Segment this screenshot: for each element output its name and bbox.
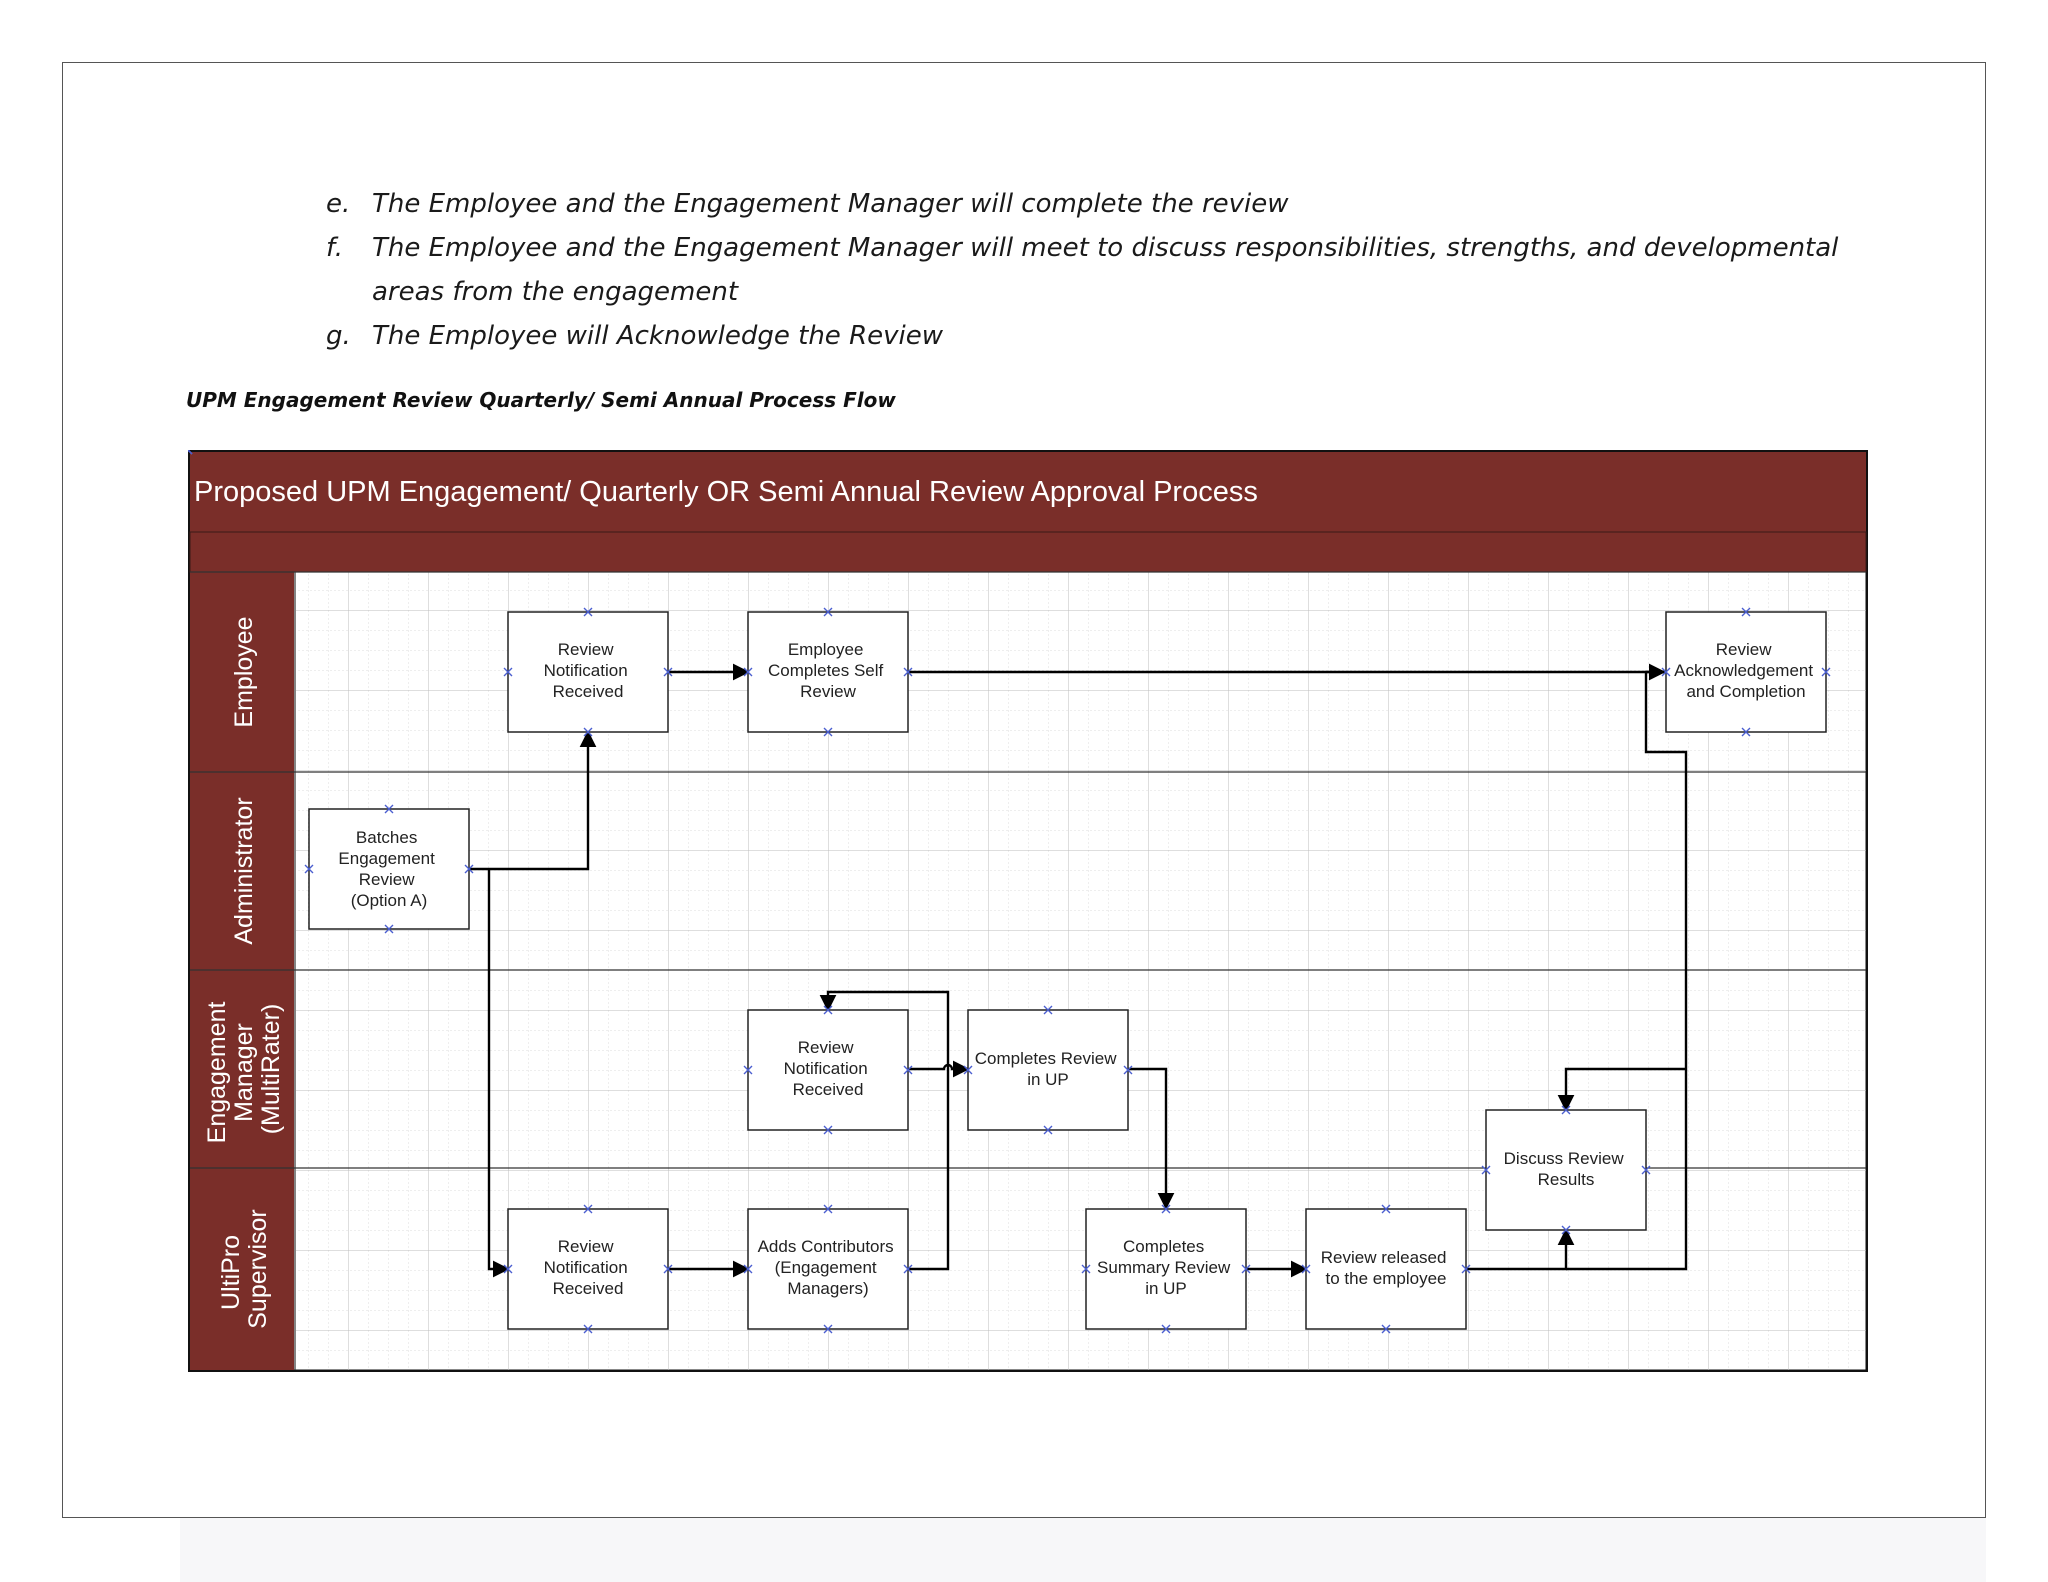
box-sup-review-notification: [507, 1208, 669, 1330]
connection-point-marker: [1661, 667, 1671, 677]
page-bottom-strip: [180, 1518, 1986, 1582]
connector-em-notification-to-completes-review: [908, 1060, 970, 1078]
list-item-text: The Employee and the Engagement Manager …: [372, 189, 1289, 219]
connection-point-marker: [583, 1324, 593, 1334]
label-admin-batches-review: Batches Engagement Review (Option A): [338, 828, 439, 910]
diagram-title: Proposed UPM Engagement/ Quarterly OR Se…: [194, 476, 1258, 508]
connection-point-marker: [743, 1264, 753, 1274]
list-item: g. The Employee will Acknowledge the Rev…: [320, 314, 1880, 358]
box-labels: Review Notification Received Employee Co…: [338, 640, 1818, 1298]
label-em-review-notification: Review Notification Received: [784, 1038, 873, 1099]
connection-point-marker: [663, 1264, 673, 1274]
lane-label-engagement-manager: Engagement Manager (MultiRater): [203, 995, 285, 1144]
connection-point-marker: [743, 667, 753, 677]
connection-point-marker: [823, 727, 833, 737]
section-caption: UPM Engagement Review Quarterly/ Semi An…: [186, 388, 896, 412]
connector-adds-contributors-to-em-notification: [819, 990, 950, 1271]
connector-batches-to-emp-notification: [469, 730, 597, 871]
connection-point-marker: [464, 864, 474, 874]
connection-point-marker: [823, 1324, 833, 1334]
connection-point-marker: [963, 1065, 973, 1075]
lane-header-column: [190, 572, 294, 1370]
connection-point-marker: [1381, 1324, 1391, 1334]
box-em-completes-review: [967, 1009, 1129, 1131]
connection-point-marker: [583, 1204, 593, 1214]
connection-point-marker: [1561, 1105, 1571, 1115]
connection-point-marker: [1741, 727, 1751, 737]
label-em-completes-review: Completes Review in UP: [975, 1049, 1121, 1089]
label-emp-review-notification: Review Notification Received: [544, 640, 633, 701]
connection-point-marker: [1043, 1005, 1053, 1015]
page-frame: [62, 62, 1986, 1518]
connector-batches-to-sup-notification: [487, 869, 510, 1278]
connection-point-markers: [188, 450, 1831, 1334]
connection-point-marker: [1301, 1264, 1311, 1274]
box-sup-completes-summary: [1085, 1208, 1247, 1330]
connection-point-marker: [1461, 1264, 1471, 1274]
box-sup-review-released: [1305, 1208, 1467, 1330]
lane-label-administrator: Administrator: [230, 797, 258, 944]
connection-point-marker: [1741, 607, 1751, 617]
connection-point-marker: [583, 607, 593, 617]
connection-point-marker: [503, 1264, 513, 1274]
connector-completes-review-to-summary: [1128, 1067, 1175, 1210]
list-marker: g.: [326, 321, 351, 351]
lane-label-ultipro-supervisor: UltiPro Supervisor: [217, 1209, 272, 1329]
connection-point-marker: [1043, 1125, 1053, 1135]
connection-point-marker: [503, 667, 513, 677]
box-discuss-review-results: [1485, 1109, 1647, 1231]
connection-point-marker: [583, 727, 593, 737]
label-emp-review-acknowledgement: Review Acknowledgement and Completion: [1674, 640, 1818, 701]
review-steps-list: e. The Employee and the Engagement Manag…: [320, 182, 1880, 358]
connectors: [469, 663, 1688, 1278]
process-flow-diagram: Proposed UPM Engagement/ Quarterly OR Se…: [188, 450, 1868, 1372]
box-sup-adds-contributors: [747, 1208, 909, 1330]
connection-point-marker: [903, 667, 913, 677]
label-sup-adds-contributors: Adds Contributors (Engagement Managers): [758, 1237, 899, 1298]
box-admin-batches-review: [308, 808, 470, 930]
diagram-subheader-bar: [189, 531, 1867, 573]
connection-point-marker: [384, 804, 394, 814]
list-marker: e.: [326, 189, 351, 219]
list-item-text: The Employee and the Engagement Manager …: [372, 233, 1839, 307]
connection-point-marker: [1123, 1065, 1133, 1075]
lane-separators: [190, 571, 1866, 1370]
process-boxes: [308, 611, 1827, 1330]
list-item-text: The Employee will Acknowledge the Review: [372, 321, 943, 351]
label-discuss-review-results: Discuss Review Results: [1504, 1149, 1629, 1189]
label-sup-review-released: Review released to the employee: [1321, 1248, 1451, 1288]
label-emp-completes-self-review: Employee Completes Self Review: [768, 640, 888, 701]
connection-point-marker: [188, 450, 193, 455]
connection-point-marker: [1241, 1264, 1251, 1274]
diagram-title-bar: [190, 452, 1866, 532]
connection-point-marker: [1481, 1165, 1491, 1175]
connection-point-marker: [903, 1264, 913, 1274]
box-emp-completes-self-review: [747, 611, 909, 733]
label-sup-completes-summary: Completes Summary Review in UP: [1097, 1237, 1235, 1298]
lane-label-employee: Employee: [230, 616, 258, 727]
connection-point-marker: [1161, 1324, 1171, 1334]
connection-point-marker: [823, 1005, 833, 1015]
connector-discuss-loop: [1557, 1067, 1686, 1112]
connection-point-marker: [304, 864, 314, 874]
connection-point-marker: [1561, 1225, 1571, 1235]
connector-released-to-acknowledgement: [1566, 670, 1688, 1271]
connection-point-marker: [743, 1065, 753, 1075]
connection-point-marker: [1381, 1204, 1391, 1214]
connection-point-marker: [384, 924, 394, 934]
connection-point-marker: [1641, 1165, 1651, 1175]
list-item: e. The Employee and the Engagement Manag…: [320, 182, 1880, 226]
list-item: f. The Employee and the Engagement Manag…: [320, 226, 1880, 314]
connection-point-marker: [663, 667, 673, 677]
connection-point-marker: [1821, 667, 1831, 677]
connection-point-marker: [823, 607, 833, 617]
connection-point-marker: [823, 1204, 833, 1214]
connection-point-marker: [903, 1065, 913, 1075]
box-em-review-notification: [747, 1009, 909, 1131]
list-marker: f.: [326, 233, 343, 263]
connection-point-marker: [1161, 1204, 1171, 1214]
connection-point-marker: [823, 1125, 833, 1135]
label-sup-review-notification: Review Notification Received: [544, 1237, 633, 1298]
connection-point-marker: [1081, 1264, 1091, 1274]
